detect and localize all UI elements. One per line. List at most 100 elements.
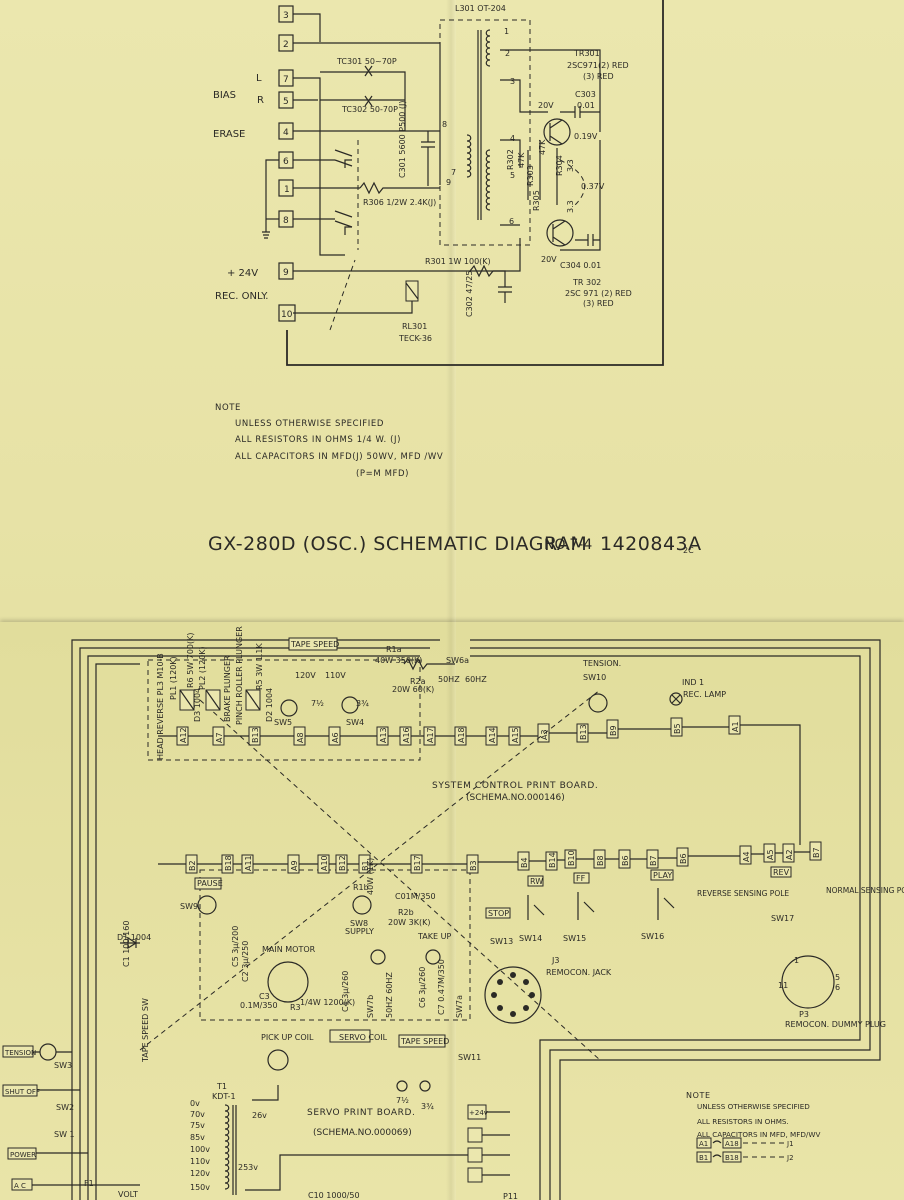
terminal-2: 2 <box>283 40 289 50</box>
pin-a9: A9 <box>290 860 299 871</box>
r304-label: R304 <box>555 155 564 176</box>
pin-a17: A17 <box>426 727 435 743</box>
board-terminals-row-2: B2 B18 A11 A9 A10 B12 B1 B17 B3 B4 B14 B… <box>158 841 822 874</box>
tap-110v: 110v <box>190 1157 210 1166</box>
pin-a16: A16 <box>402 727 411 743</box>
tr302-label: TR 302 <box>572 278 601 287</box>
tr302-type: 2SC 971 (2) RED <box>565 289 632 298</box>
pin-a18: A18 <box>457 727 466 743</box>
lower-sheet <box>0 622 904 1200</box>
pin-a11: A11 <box>244 855 253 871</box>
pin-a1: A1 <box>731 721 740 732</box>
pin-b7-left: B7 <box>649 855 658 866</box>
tc301-label: TC301 50~70P <box>336 57 397 66</box>
play-label: PLAY <box>653 871 672 880</box>
diagram-title-number: NO.7-4 <box>544 537 592 553</box>
t1-label: T1 <box>216 1082 227 1091</box>
head-reverse-label: HEAD REVERSE PL3 M10-B <box>156 653 165 760</box>
r305-label: R305 <box>532 190 541 211</box>
r302-label: R302 <box>506 149 515 170</box>
top-note: NOTE UNLESS OTHERWISE SPECIFIED ALL RESI… <box>215 403 443 479</box>
top-note-line-4: (P=M MFD) <box>356 469 409 479</box>
p3-pin-11: 11 <box>778 981 788 990</box>
terminal-1: 1 <box>284 185 290 195</box>
l301-label: L301 OT-204 <box>455 4 506 13</box>
tap-85v: 85v <box>190 1133 205 1142</box>
stop-label: STOP <box>488 909 509 918</box>
r302-value: 47K <box>517 152 526 168</box>
pin-a14: A14 <box>488 727 497 743</box>
p3-pin-1: 1 <box>794 956 799 965</box>
diagram-revision: 2C <box>683 546 694 555</box>
j2-label: J2 <box>786 1154 794 1162</box>
pl2-label: PL2 (120K) <box>198 646 207 690</box>
tap-70v: 70v <box>190 1110 205 1119</box>
r2b-label: R2b <box>398 908 414 917</box>
tape-speed-switch-label: TAPE SPEED SW <box>141 998 150 1063</box>
d1-label: D1 1004 <box>117 933 151 942</box>
top-note-line-3: ALL CAPACITORS IN MFD(J) 50WV, MFD /WV <box>235 452 443 462</box>
terminal-6: 6 <box>283 157 289 167</box>
c303-label: C303 <box>575 90 596 99</box>
terminal-3: 3 <box>283 11 289 21</box>
f1-label: F1 <box>84 1179 94 1188</box>
tap-120v: 120v <box>190 1169 210 1178</box>
voltage-26v: 26v <box>252 1111 267 1120</box>
pin-b1: B1 <box>361 860 370 871</box>
r2a-label: R2a <box>410 677 426 686</box>
terminal-4: 4 <box>283 128 289 138</box>
pin-b7: B7 <box>812 847 821 858</box>
coil-pin-7: 7 <box>451 168 456 177</box>
p3-pin-5: 5 <box>835 973 840 982</box>
voltage-20v-bottom: 20V <box>541 255 557 264</box>
p11-label: P11 <box>503 1192 518 1200</box>
top-note-line-1: UNLESS OTHERWISE SPECIFIED <box>235 419 384 429</box>
r301-label: R301 1W 100(K) <box>425 257 491 266</box>
pin-b8: B8 <box>596 855 605 866</box>
coil-pin-9: 9 <box>446 178 451 187</box>
pin-a7: A7 <box>215 732 224 743</box>
pin-a13: A13 <box>379 727 388 743</box>
servo-print-board-label: SERVO PRINT BOARD. <box>307 1108 415 1118</box>
c5-label: C5 3μ/200 <box>231 926 240 967</box>
power-label: POWER <box>10 1151 36 1159</box>
c6-label: C6 3μ/260 <box>418 967 427 1008</box>
label-rec-only: REC. ONLY. <box>215 291 268 302</box>
pin-a10: A10 <box>320 855 329 871</box>
sw2-label: SW2 <box>56 1103 74 1112</box>
rl301-label: RL301 <box>402 322 427 331</box>
bottom-note-line-2: ALL RESISTORS IN OHMS. <box>697 1117 789 1126</box>
pin-b2: B2 <box>188 860 197 871</box>
r303-label: R303 <box>526 165 535 186</box>
p3-label: P3 <box>799 1010 809 1019</box>
tr302-color: (3) RED <box>583 299 614 308</box>
bottom-note: NOTE UNLESS OTHERWISE SPECIFIED ALL RESI… <box>686 1091 820 1163</box>
pin-b10: B10 <box>567 850 576 866</box>
r1b-value: 40W (1K) <box>366 858 375 895</box>
coil-pin-4: 4 <box>510 134 515 143</box>
rl301-type: TECK-36 <box>398 334 432 343</box>
c10-label: C10 1000/50 <box>308 1191 360 1200</box>
label-bias: BIAS <box>213 90 236 101</box>
rec-lamp-label: REC. LAMP <box>683 690 726 699</box>
r306-label: R306 1/2W 2.4K(J) <box>363 198 436 207</box>
voltage-037v: 0.37V <box>581 182 605 191</box>
50-60hz-switch-label: 50HZ 60HZ <box>385 972 394 1018</box>
label-erase: ERASE <box>213 129 245 140</box>
servo-coil-label: SERVO COIL <box>339 1033 388 1042</box>
c2-label: C2 3μ/250 <box>241 941 250 982</box>
r1b-label: R1b <box>353 883 369 892</box>
voltage-110v: 110V <box>325 671 346 680</box>
top-note-heading: NOTE <box>215 403 241 413</box>
c3-value: 0.1M/350 <box>240 1001 278 1010</box>
terminal-5: 5 <box>283 97 289 107</box>
tr301-type: 2SC971(2) RED <box>567 61 629 70</box>
tension-label-left: TENSION <box>4 1049 36 1057</box>
d3-label: D3 1004 <box>193 688 202 722</box>
top-note-line-2: ALL RESISTORS IN OHMS 1/4 W. (J) <box>235 435 401 445</box>
c303-value: 0.01 <box>577 101 595 110</box>
pin-b4: B4 <box>520 857 529 868</box>
r3-value: 1/4W 1200(K) <box>300 998 355 1007</box>
rw-label: RW <box>530 877 543 886</box>
terminal-9: 9 <box>283 268 289 278</box>
